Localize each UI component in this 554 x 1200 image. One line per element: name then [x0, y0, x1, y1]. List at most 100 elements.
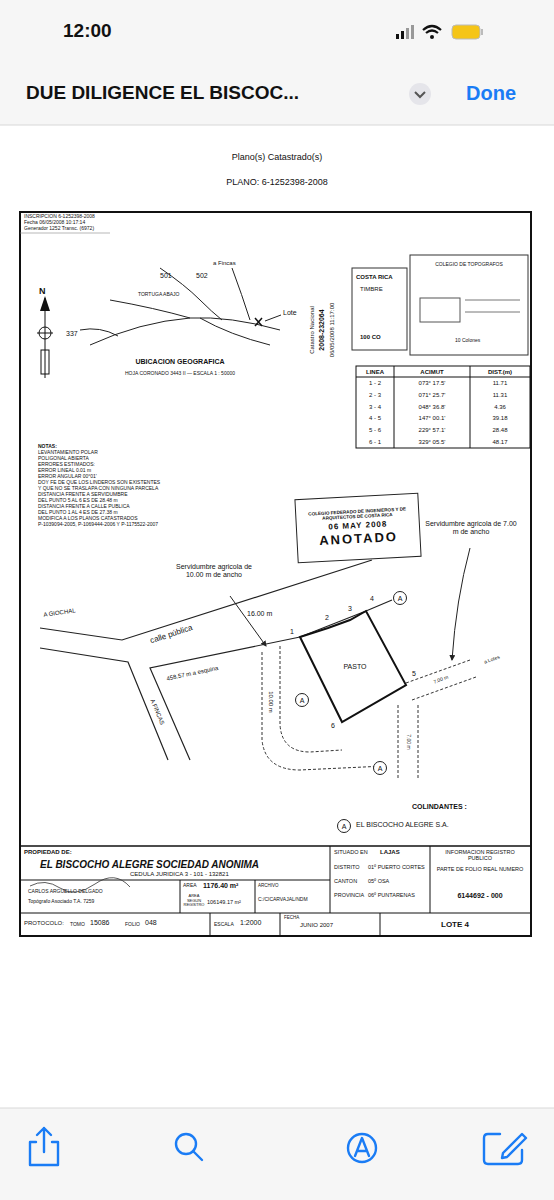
stamp-text: TIMBRE	[360, 286, 383, 293]
table-cell: 2 - 3	[369, 391, 381, 398]
field-label: CANTON	[334, 878, 357, 884]
note-text: POLIGONAL ABIERTA	[38, 456, 89, 462]
map-label: 502	[196, 272, 208, 280]
stamp-text: COSTA RICA	[356, 274, 393, 281]
dimension: 10.00 m	[268, 690, 275, 714]
note-text: ERRORES ESTIMADOS:	[38, 462, 95, 468]
note-text: P-1039094-2005, P-1069444-2006 Y P-11755…	[38, 522, 158, 528]
road-label: a Lotes	[482, 654, 501, 666]
vertex-number: 4	[369, 595, 375, 603]
field-label: INFORMACION REGISTRO PUBLICO	[433, 849, 528, 862]
map-label: 337	[66, 330, 78, 338]
vertex-number: 1	[289, 628, 295, 636]
vertex-number: 5	[411, 670, 417, 678]
plan-number: PLANO: 6-1252398-2008	[226, 177, 328, 187]
note-text: ERROR ANGULAR 00°01'	[38, 474, 97, 480]
legend-heading: COLINDANTES :	[412, 803, 467, 811]
circle-letter: A	[398, 595, 403, 602]
table-cell: DIST.(m)	[488, 368, 512, 375]
map-label: UBICACION GEOGRAFICA	[135, 358, 224, 366]
table-cell: 48.17	[492, 439, 507, 446]
vertical-stamp: 06/05/2008 11:17:00	[329, 303, 336, 358]
table-cell: 147° 00.1'	[419, 415, 446, 422]
vertical-stamp: 2008-232064	[318, 309, 326, 350]
table-cell: 28.48	[492, 427, 507, 434]
header-text: INSCRIPCION 6-1252398-2008	[24, 214, 95, 220]
map-label: Lote	[283, 309, 297, 317]
stamp-text: 10 Colones	[455, 338, 480, 344]
field-value: JUNIO 2007	[300, 922, 333, 929]
field-value: CEDULA JURIDICA 3 - 101 - 132821	[130, 871, 229, 878]
field-value: LAJAS	[380, 849, 400, 856]
field-value: 01º PUERTO CORTES	[368, 864, 425, 870]
table-cell: 229° 57.1'	[419, 427, 446, 434]
field-value: 1176.40 m²	[203, 882, 238, 890]
surveyor-title: Topógrafo Asociado T.A. 7259	[28, 899, 94, 905]
field-value: 15086	[90, 919, 109, 927]
lot-number: LOTE 4	[441, 920, 469, 929]
document-title: DUE DILIGENCE EL BISCOC...	[26, 82, 299, 104]
vertical-stamp: Catastro Nacional	[309, 306, 316, 354]
table-cell: 6 - 1	[369, 439, 381, 446]
map-label: HOJA CORONADO 3443 II — ESCALA 1 : 50000	[125, 371, 235, 377]
owner-circle: A	[373, 761, 387, 775]
stamp-heading: COLEGIO FEDERADO DE INGENIEROS Y DE ARQU…	[299, 506, 415, 523]
field-value: 048	[145, 919, 157, 927]
field-value: 06º PUNTARENAS	[368, 892, 415, 898]
road-label: A FINCAS	[148, 697, 166, 727]
field-value: 1:2000	[240, 919, 261, 927]
owner-circle: A	[337, 819, 351, 833]
table-cell: 329° 05.5'	[419, 439, 446, 446]
stamp-word: ANOTADO	[319, 530, 398, 549]
field-label: PARTE DE FOLIO REAL NUMERO	[433, 866, 528, 872]
field-label: PROTOCOLO:	[24, 920, 64, 927]
neighbour-name: EL BISCOCHO ALEGRE S.A.	[356, 821, 449, 829]
field-label: ESCALA	[214, 922, 234, 928]
field-value: 106149.17 m²	[207, 899, 241, 905]
owner-circle: A	[295, 693, 309, 707]
circle-letter: A	[342, 823, 347, 830]
note-text: ERROR LINEAL 0.01 m	[38, 468, 91, 474]
owner-circle: A	[393, 591, 407, 605]
field-value: C:/CICARVAJAL/NDM	[258, 897, 308, 903]
table-cell: 11.31	[493, 391, 508, 398]
owner-name: EL BISCOCHO ALEGRE SOCIEDAD ANONIMA	[40, 859, 259, 871]
table-cell: ACIMUT	[420, 368, 443, 375]
stamp-text: COLEGIO DE TOPOGRAFOS	[419, 262, 519, 268]
road-label: calle pública	[148, 623, 195, 646]
note-text: NOTAS:	[38, 444, 57, 450]
field-label: AREA	[183, 883, 197, 889]
easement-note: Servidumbre agricola de 10.00 m de ancho	[166, 563, 263, 579]
note-text: LEVANTAMIENTO POLAR	[38, 450, 98, 456]
field-label: DISTRITO	[334, 864, 360, 870]
status-time: 12:00	[63, 20, 112, 42]
vertex-number: 6	[330, 722, 336, 730]
lot-use: PASTO	[343, 663, 366, 670]
field-label: PROVINCIA	[334, 892, 364, 898]
note-text: DOY FE DE QUE LOS LINDEROS SON EXISTENTE…	[38, 480, 160, 486]
field-label: FECHA	[284, 915, 299, 920]
dimension: 7.00 m	[432, 674, 450, 685]
stamp-date: 06 MAY 2008	[328, 520, 387, 532]
field-label: SITUADO EN	[334, 849, 368, 855]
field-label: AREA SEGUN REGISTRO	[183, 894, 205, 908]
table-cell: 3 - 4	[369, 403, 381, 410]
note-text: DISTANCIA FRENTE A CALLE PUBLICA	[38, 504, 130, 510]
map-label: a Fincas	[213, 260, 236, 267]
circle-letter: A	[300, 697, 305, 704]
table-cell: LINEA	[366, 368, 384, 375]
page-heading: Plano(s) Catastrado(s)	[232, 152, 323, 162]
map-label: TORTUGA ABAJO	[138, 292, 180, 298]
road-label: A GIOCHAL	[42, 607, 77, 619]
map-label: 501	[160, 272, 172, 280]
note-text: Y QUE NO SE TRASLAPA CON NINGUNA PARCELA	[38, 486, 158, 492]
table-cell: 39.18	[492, 415, 507, 422]
note-text: DEL PUNTO 1 AL 4 ES DE 27.38 m	[38, 510, 118, 516]
table-cell: 073° 17.5'	[419, 380, 446, 387]
stamp-text: 100 CO	[360, 334, 381, 341]
header-text: Generador 1252 Transc. (6972)	[24, 226, 94, 232]
field-label: FOLIO	[125, 922, 140, 928]
approval-stamp: COLEGIO FEDERADO DE INGENIEROS Y DE ARQU…	[294, 493, 421, 563]
note-text: DISTANCIA FRENTE A SERVIDUMBRE	[38, 492, 128, 498]
